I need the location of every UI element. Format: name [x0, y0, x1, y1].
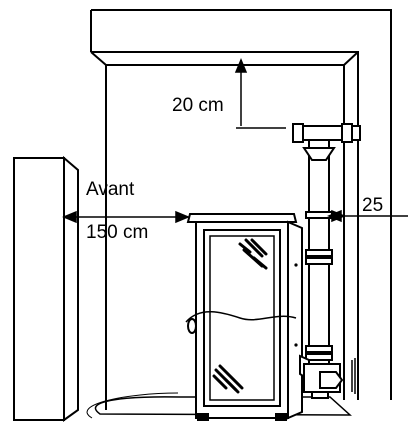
flue-t-cap-right [341, 123, 353, 143]
front-wall-block [13, 155, 79, 422]
stove-top-plate [186, 213, 298, 223]
glass-hatch [238, 242, 252, 254]
glass-hatch [224, 378, 240, 394]
pellet-stove [185, 213, 303, 421]
flue-taper [302, 147, 336, 161]
glass-hatch [250, 238, 268, 256]
flue-inspection-cap [319, 371, 344, 389]
stove-foot-right [275, 413, 287, 421]
stove-wave-line [185, 311, 297, 323]
stove-handle [187, 318, 197, 334]
arrowhead-left [62, 210, 77, 224]
glass-reflection-hatches [212, 238, 268, 394]
niche-bevel-right [343, 51, 359, 66]
glass-hatch [218, 364, 244, 390]
flue-coupling [305, 211, 333, 219]
arrowhead-right [175, 210, 190, 224]
niche-bevel-left [90, 51, 107, 66]
flue-coupling [305, 249, 333, 257]
glass-hatch [212, 374, 228, 390]
flue-coupling [305, 353, 333, 361]
dimension-top-clearance [234, 58, 286, 129]
arrowhead-right-side [331, 209, 346, 223]
flue-pipe [292, 123, 361, 399]
flue-t-cap-left [292, 123, 304, 143]
rivet [294, 263, 298, 267]
label-front-word: Avant [86, 179, 135, 200]
wall-vent-grille [351, 358, 359, 394]
alcove-walls [90, 9, 392, 410]
front-wall-side [63, 155, 79, 422]
flue-coupling [305, 257, 333, 265]
label-front-clearance: 150 cm [86, 222, 148, 243]
label-top-clearance: 20 cm [172, 95, 224, 116]
dimension-side-clearance [327, 209, 408, 223]
rivet [294, 343, 298, 347]
flue-t-end-right [351, 125, 361, 141]
glass-hatch [244, 238, 264, 258]
label-side-clearance: 25 [362, 195, 383, 216]
flue-coupling [305, 345, 333, 353]
glass-hatch [252, 256, 268, 270]
side-panel-rivets [294, 263, 298, 347]
outer-wall-outline [91, 9, 392, 400]
stove-foot-left [197, 413, 209, 421]
dimension-front-clearance [62, 210, 190, 224]
flue-bottom-cap [311, 391, 329, 399]
front-wall-face [13, 157, 65, 421]
floor-plate-hatch-line [86, 392, 179, 419]
arrowhead-up [234, 58, 248, 73]
stove-side-panel [287, 220, 303, 420]
